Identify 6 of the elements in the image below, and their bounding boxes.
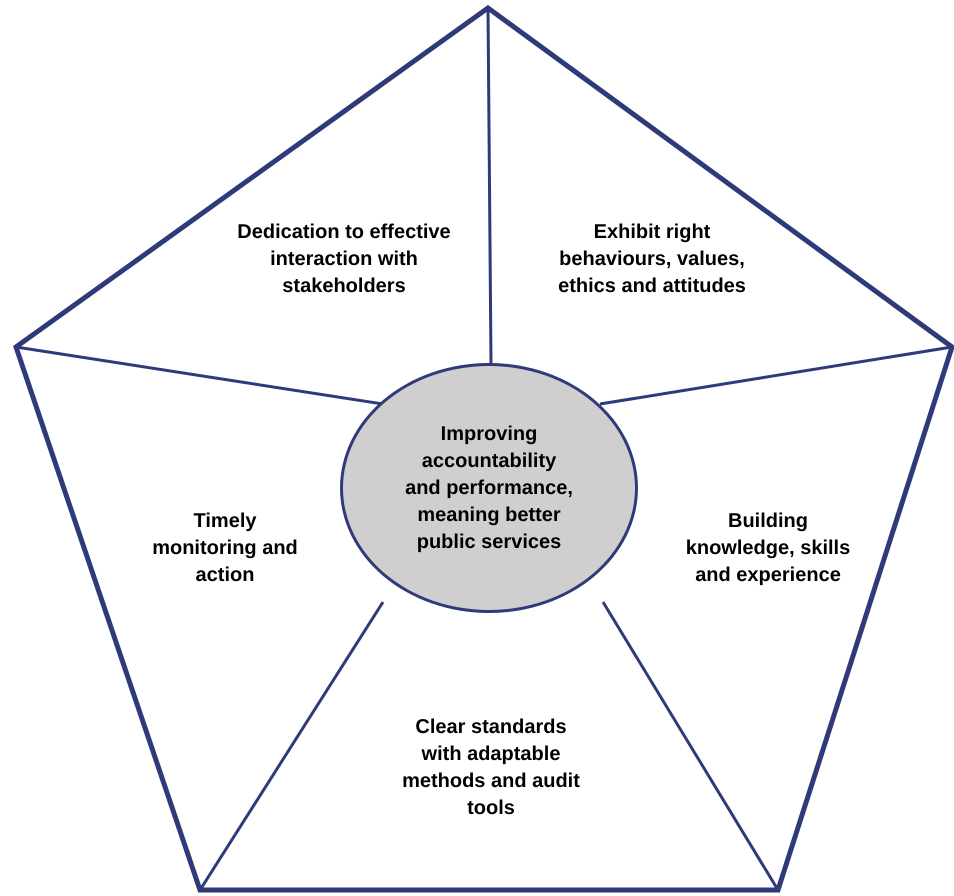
segment-text: Timely monitoring and action (151, 509, 299, 588)
segment-text: Clear standards with adaptable methods and audit tools (401, 715, 581, 821)
segment-text: Exhibit right behaviours, values, ethics and attitudes (557, 220, 747, 299)
center-text: Improving accountability and performance, meaning better public services (405, 422, 573, 554)
segment-text: Building knowledge, skills and experience (684, 509, 852, 588)
segment-text: Dedication to effective interaction with stakeholders (236, 220, 452, 299)
